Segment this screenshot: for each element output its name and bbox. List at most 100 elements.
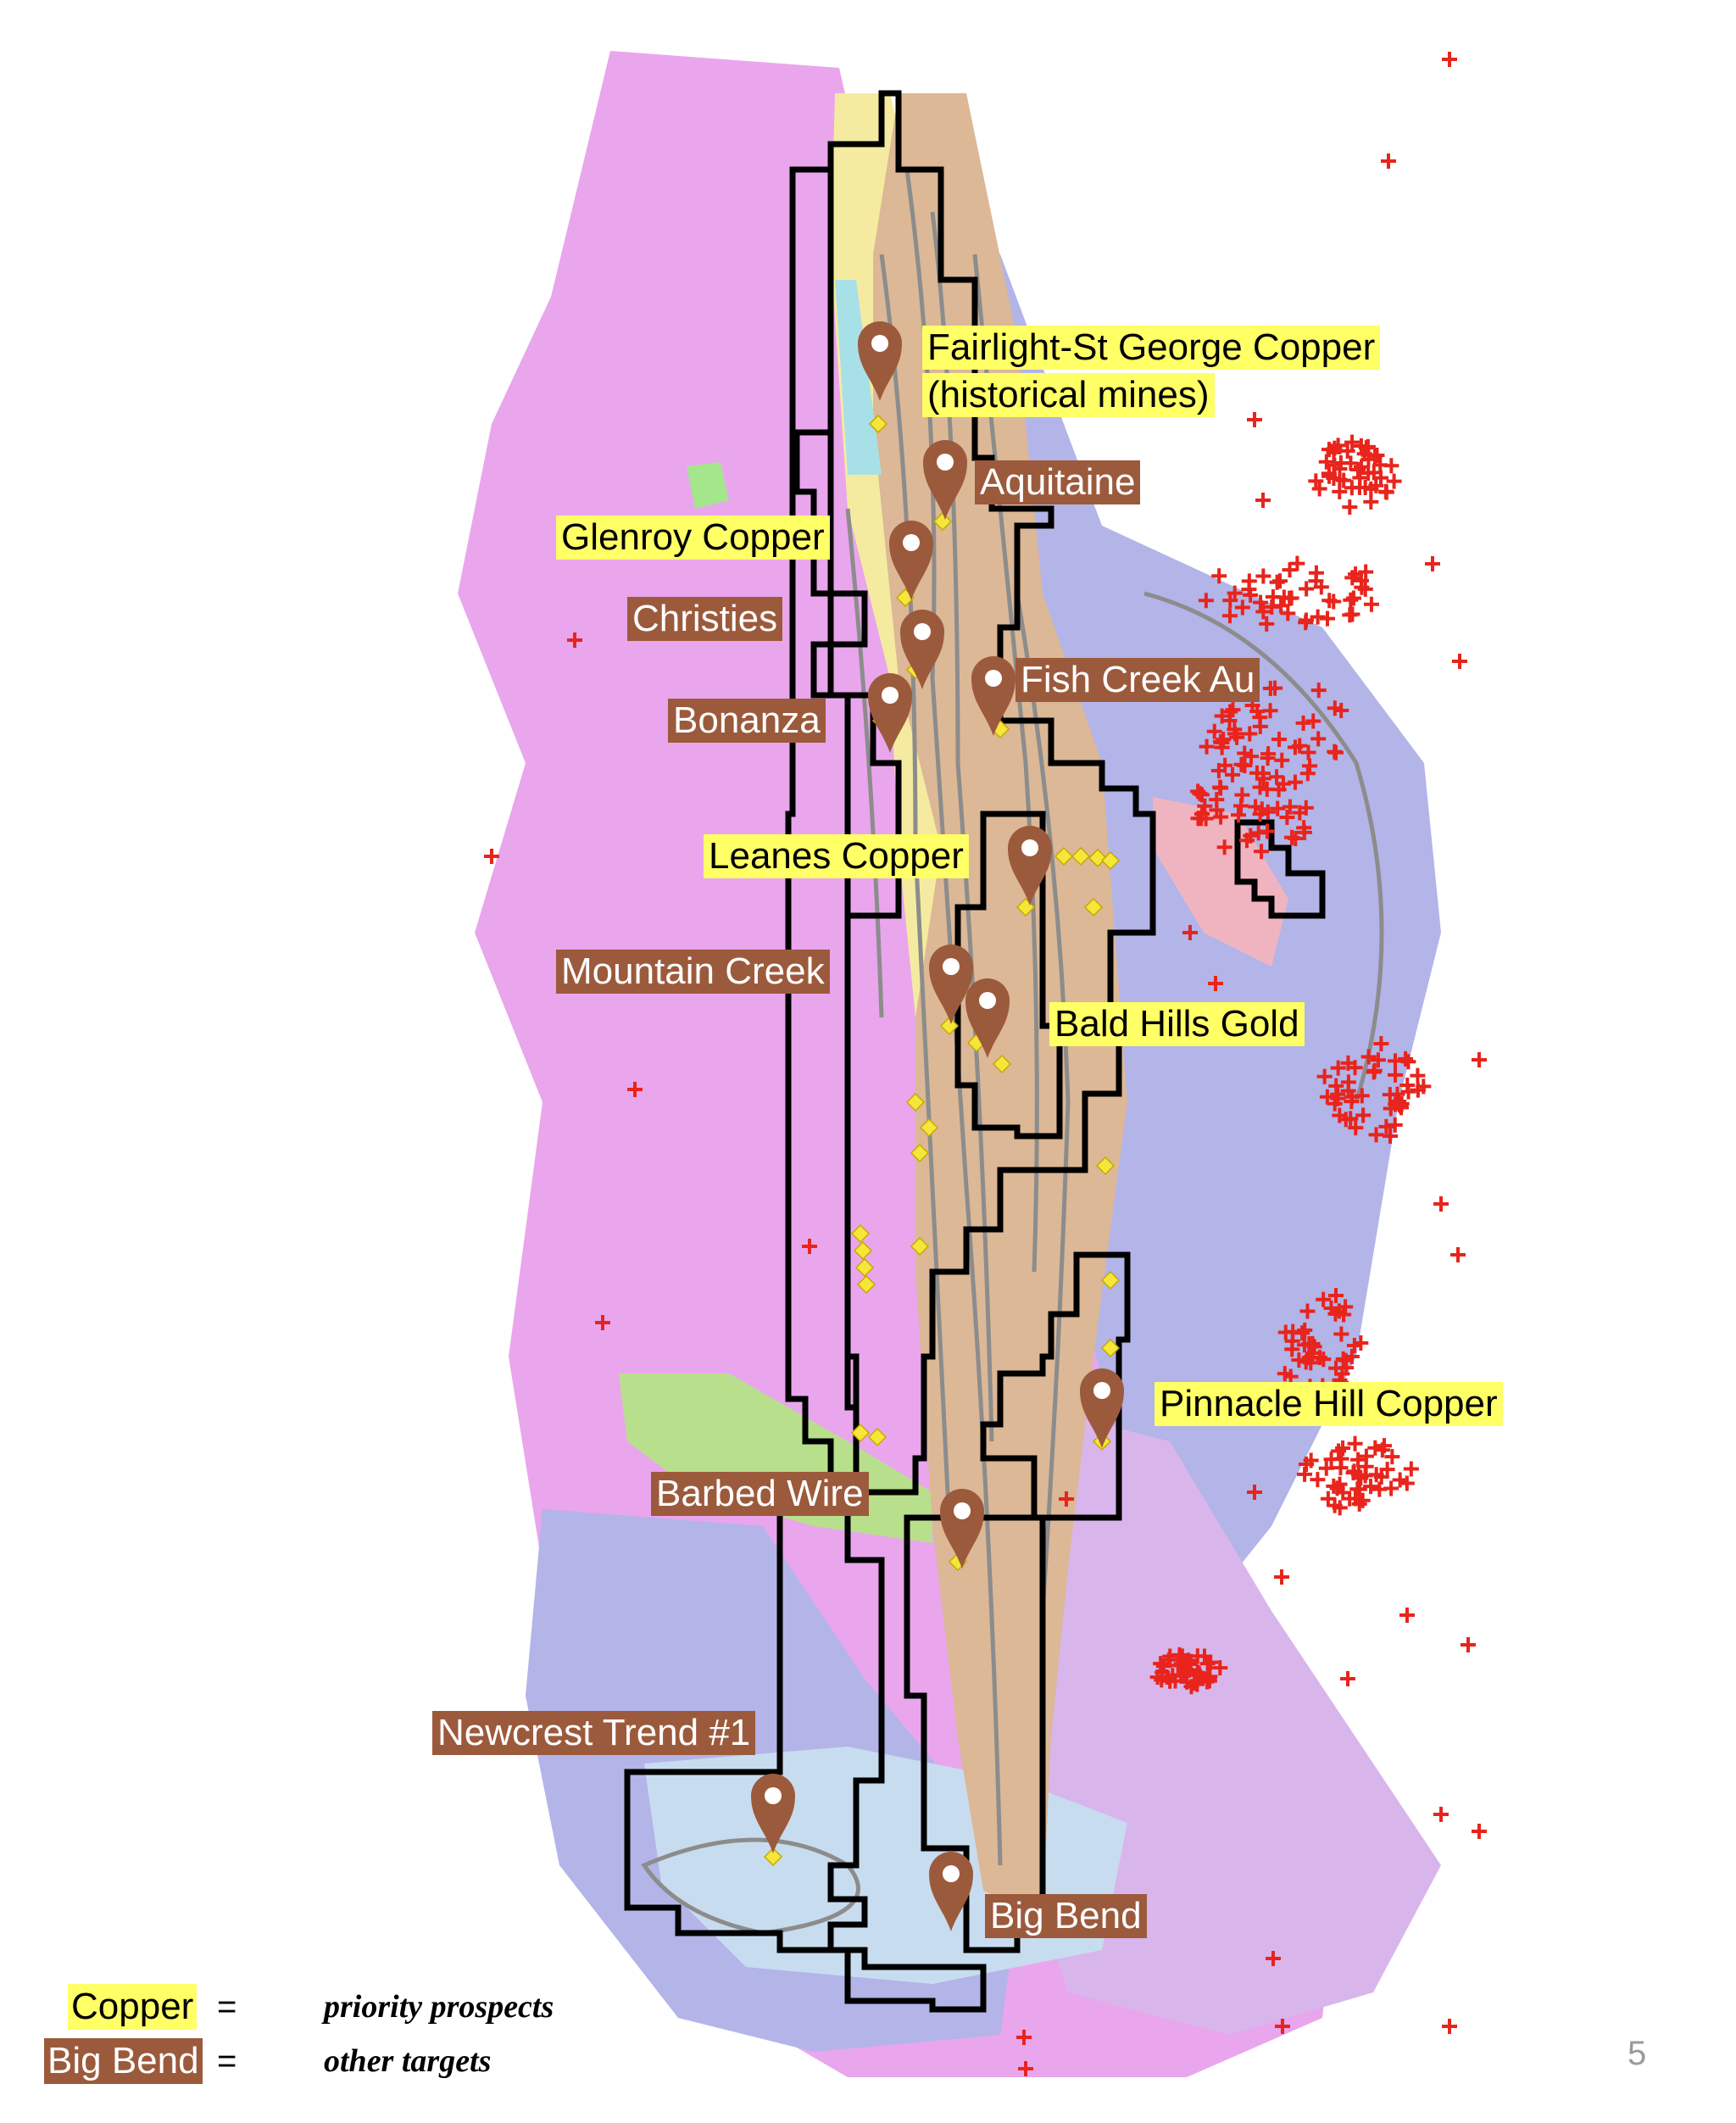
occurrence-cross-icon (1327, 1095, 1343, 1112)
prospect-marker-icon (965, 978, 1010, 1058)
occurrence-cross-icon (1270, 800, 1286, 816)
occurrence-cross-icon (1382, 1087, 1398, 1103)
occurrence-cross-icon (1319, 610, 1335, 627)
geology-unit-cyan (835, 280, 882, 475)
label-aquitaine: Aquitaine (975, 460, 1141, 504)
occurrence-cross-icon (1255, 568, 1271, 584)
legend-copper-key: Copper (68, 1984, 198, 2030)
mineral-occurrence-crosses (484, 52, 1487, 2076)
occurrence-cross-icon (1222, 593, 1238, 609)
occurrence-cross-icon (1442, 52, 1457, 67)
occurrence-cross-icon (1433, 1196, 1449, 1212)
occurrence-cross-icon (1155, 1658, 1171, 1674)
occurrence-cross-icon (1183, 1679, 1199, 1695)
occurrence-cross-icon (1295, 715, 1311, 731)
occurrence-cross-icon (1461, 1637, 1476, 1652)
occurrence-cross-icon (1310, 683, 1327, 699)
occurrence-cross-icon (1333, 454, 1349, 471)
occurrence-cross-icon (1269, 769, 1285, 785)
occurrence-cross-icon (1194, 806, 1210, 822)
occurrence-cross-icon (1353, 438, 1369, 454)
sample-diamond-icon (854, 1257, 875, 1278)
occurrence-cross-icon (1274, 752, 1290, 768)
occurrence-cross-icon (1310, 1472, 1326, 1488)
label-bonanza: Bonanza (668, 699, 826, 743)
geology-unit-pink (1153, 797, 1288, 967)
sample-diamond-icon (910, 1236, 930, 1257)
occurrence-cross-icon (1345, 590, 1361, 606)
occurrence-cross-icon (1273, 598, 1289, 614)
occurrence-cross-icon (1344, 434, 1360, 450)
page-number: 5 (1628, 2035, 1647, 2072)
occurrence-cross-icon (1328, 1078, 1344, 1094)
occurrence-cross-icon (1288, 831, 1304, 847)
occurrence-cross-icon (1213, 809, 1229, 825)
occurrence-cross-icon (1212, 1660, 1228, 1676)
occurrence-cross-icon (1372, 1481, 1388, 1497)
occurrence-cross-icon (1198, 593, 1214, 609)
occurrence-cross-icon (1366, 465, 1382, 481)
tenement-newcrest (624, 1489, 987, 2013)
occurrence-cross-icon (1149, 1669, 1166, 1686)
occurrence-cross-icon (1253, 594, 1269, 610)
occurrence-cross-icon (1379, 1462, 1395, 1478)
occurrence-cross-icon (1472, 1052, 1487, 1067)
legend-other-key: Big Bend (44, 2038, 203, 2084)
occurrence-cross-icon (1394, 1095, 1410, 1112)
occurrence-cross-icon (1333, 1326, 1349, 1342)
occurrence-cross-icon (1340, 1074, 1356, 1090)
occurrence-cross-icon (1177, 1662, 1194, 1678)
sample-diamond-icon (850, 1423, 871, 1443)
occurrence-cross-icon (1255, 604, 1271, 620)
label-fairlight-historical-mines: (historical mines) (922, 373, 1215, 417)
sample-diamond-icon (856, 1274, 876, 1295)
occurrence-cross-icon (1350, 1452, 1366, 1468)
occurrence-cross-icon (1332, 1107, 1348, 1123)
occurrence-cross-icon (1308, 565, 1324, 581)
legend-equals: = (217, 1988, 237, 2025)
occurrence-cross-icon (1344, 480, 1360, 496)
occurrence-cross-icon (1368, 1127, 1384, 1143)
occurrence-cross-icon (1442, 2019, 1457, 2034)
occurrence-cross-icon (1059, 1491, 1074, 1507)
sample-diamond-icon (1100, 850, 1121, 871)
occurrence-cross-icon (1358, 564, 1374, 580)
legend-priority-prospects: priority prospects (324, 1989, 554, 2025)
occurrence-cross-icon (1433, 1807, 1449, 1822)
occurrence-cross-icon (1350, 461, 1366, 477)
occurrence-cross-icon (1252, 779, 1268, 795)
occurrence-cross-icon (1016, 2030, 1032, 2045)
occurrence-cross-icon (1326, 444, 1342, 460)
prospect-marker-icon (929, 944, 973, 1024)
occurrence-cross-icon (1328, 1288, 1344, 1303)
sample-diamond-icon (1100, 1338, 1121, 1358)
occurrence-cross-icon (1271, 573, 1288, 589)
occurrence-cross-icon (1360, 447, 1377, 463)
occurrence-cross-icon (1399, 1475, 1415, 1491)
occurrence-cross-icon (1299, 1456, 1315, 1472)
occurrence-cross-icon (1336, 1307, 1352, 1323)
occurrence-cross-icon (1297, 1322, 1313, 1338)
occurrence-cross-icon (1363, 1479, 1379, 1495)
occurrence-cross-icon (1299, 581, 1315, 597)
occurrence-cross-icon (1211, 568, 1227, 584)
occurrence-cross-icon (1248, 799, 1264, 815)
occurrence-cross-icon (1284, 1341, 1300, 1357)
occurrence-cross-icon (1018, 2061, 1033, 2076)
sample-diamond-icon (910, 1143, 930, 1163)
occurrence-cross-icon (1316, 1351, 1332, 1368)
occurrence-cross-icon (1383, 458, 1399, 474)
occurrence-cross-icon (1403, 1461, 1419, 1477)
occurrence-cross-icon (1298, 612, 1314, 628)
occurrence-cross-icon (1260, 750, 1276, 766)
occurrence-cross-icon (567, 632, 582, 648)
occurrence-cross-icon (1410, 1067, 1426, 1084)
occurrence-cross-icon (1274, 1569, 1289, 1585)
sample-diamond-icon (932, 511, 953, 532)
occurrence-cross-icon (1355, 1492, 1371, 1508)
occurrence-cross-icon (1283, 1368, 1299, 1385)
tenement-south-column (904, 1514, 1046, 1953)
occurrence-cross-icon (1262, 703, 1278, 719)
sample-diamond-icon (919, 1117, 939, 1138)
occurrence-cross-icon (1367, 1440, 1383, 1456)
